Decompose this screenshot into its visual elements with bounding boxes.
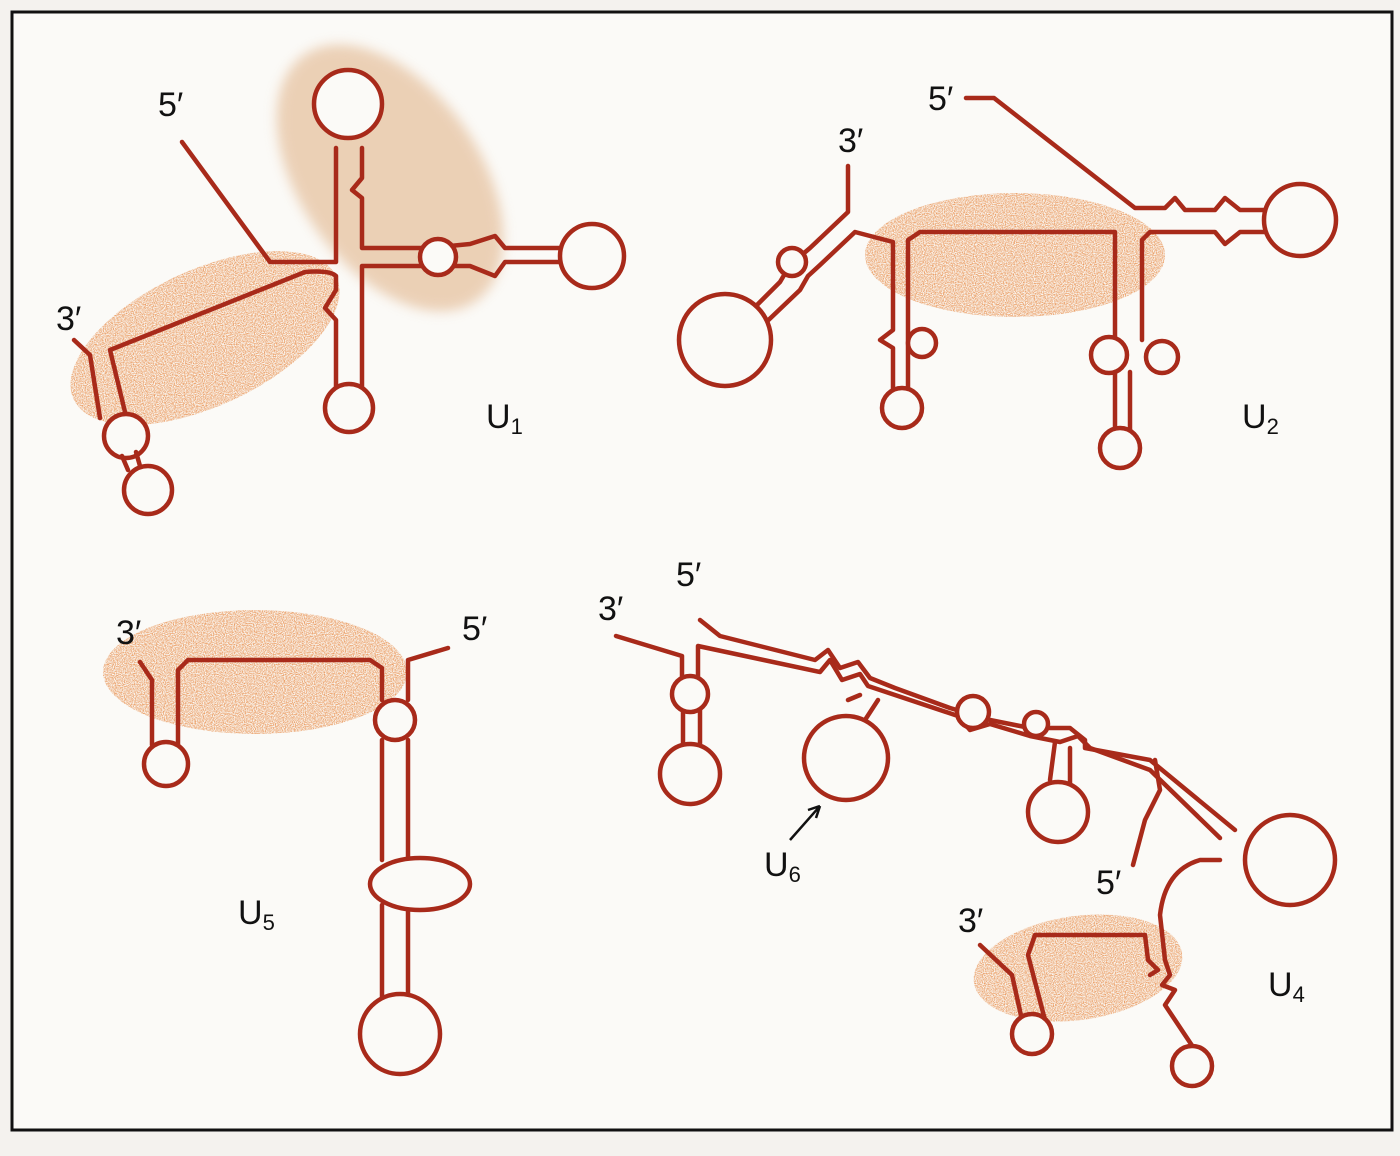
u6-name-label: U6 [764,846,801,887]
u1-loop-bottom [322,381,376,435]
u4-loop-large-right [1242,812,1338,908]
u2-loop-bottom-left [879,385,925,431]
u5-backbone [137,645,451,1003]
u6-loop-center [801,713,891,803]
u4-3prime-label: 3′ [958,902,983,940]
u5-name-label: U5 [238,894,275,935]
u5-loop-bottom [357,991,443,1077]
u6-loop-left [657,741,723,807]
u6-5prime-label: 5′ [1096,864,1121,902]
u6-internal-loop-a [669,673,711,715]
u6-3prime-label: 3′ [598,590,623,628]
u2-side-loop-right [1143,338,1181,376]
u2-loop-large-left [676,291,774,389]
u4-loop-middle [1025,779,1091,845]
u5-internal-loop-top [372,697,418,743]
u1-snrna: 5′ 3′ U1 [56,67,627,517]
u4-branch-stem [1047,739,1073,788]
u1-loop-3prime-lower [121,463,175,517]
u2-right-stem [1112,369,1133,433]
u2-loop-bottom-right [1097,425,1143,471]
u1-internal-loop [417,236,459,278]
u1-3prime-stem [119,449,143,473]
u2-internal-loop-right [1088,334,1130,376]
u2-3prime-label: 3′ [838,122,863,160]
u4-u6-complex: 3′ 5′ 5′ 3′ U6 U4 [598,556,1338,1089]
u4-3prime-stem [977,932,1161,1023]
u5-5prime-label: 5′ [462,610,487,648]
u6-internal-loop-c [1021,709,1051,739]
u1-loop-right [557,221,627,291]
u2-dense-region [865,193,1165,317]
u6-loop-bottom [1169,1043,1215,1089]
u1-dense-region [70,251,340,425]
u4-5prime-label: 5′ [676,556,701,594]
u5-bulge-loop [367,855,473,913]
u2-5prime-label: 5′ [928,80,953,118]
u5-loop-3prime [141,739,191,789]
u4-loop-3prime [1009,1011,1055,1057]
u6-internal-loop-b [954,693,992,731]
u2-loop-large-right [1261,181,1339,259]
u6-pointer-arrow [789,804,822,841]
u5-snrna: 3′ 5′ U5 [116,610,487,1077]
u2-internal-loop-left [775,245,809,279]
u1-5prime-label: 5′ [158,86,183,124]
u1-name-label: U1 [486,398,523,439]
u1-3prime-label: 3′ [56,300,81,338]
u4-name-label: U4 [1268,966,1305,1007]
u1-loop-top [311,67,385,141]
u5-3prime-label: 3′ [116,614,141,652]
u4-dense-region [973,914,1183,1022]
u2-name-label: U2 [1242,398,1279,439]
u2-backbone [739,95,1273,393]
u4-strand [697,617,1238,868]
u2-side-loop [905,326,939,360]
u2-snrna: 5′ 3′ U2 [676,80,1339,471]
u6-branches [680,692,881,748]
u1-loop-3prime-upper [101,411,151,461]
u1-backbone [71,139,563,421]
figure-frame [10,10,1394,1132]
